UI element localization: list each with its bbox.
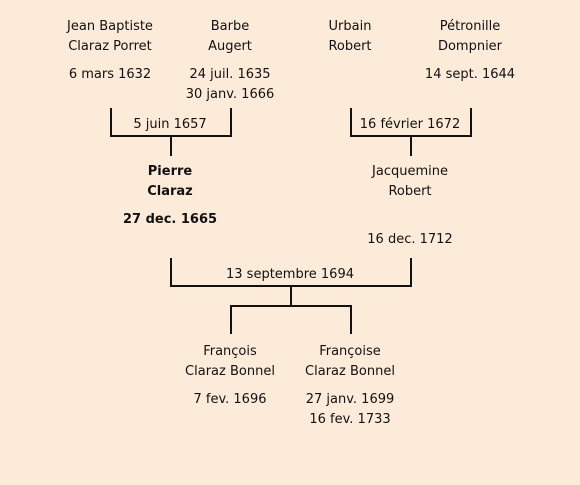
marriage-date: 16 février 1672 xyxy=(359,117,461,132)
person-birth-date: 24 juil. 1635 xyxy=(189,67,271,82)
person-last-name: Claraz Bonnel xyxy=(305,364,395,379)
person-birth-date: 14 sept. 1644 xyxy=(424,67,516,82)
person-first-name: Barbe xyxy=(210,19,250,34)
person-first-name: Françoise xyxy=(319,344,381,359)
person-last-name: Dompnier xyxy=(437,39,503,54)
person-birth-date: 6 mars 1632 xyxy=(68,67,152,82)
person-first-name: Jean Baptiste xyxy=(67,19,153,34)
person-death-date: 30 janv. 1666 xyxy=(185,87,275,102)
person-last-name: Claraz Bonnel xyxy=(185,364,275,379)
person-last-name: Robert xyxy=(328,39,372,54)
person-first-name: Jacquemine xyxy=(372,164,448,179)
person-last-name: Claraz xyxy=(147,184,193,199)
person-last-name: Augert xyxy=(208,39,252,54)
person-birth-date: 7 fev. 1696 xyxy=(193,392,267,407)
marriage-date: 5 juin 1657 xyxy=(133,117,207,132)
person-first-name: François xyxy=(203,344,257,359)
person-death-date: 16 fev. 1733 xyxy=(309,412,391,427)
person-birth-date: 16 dec. 1712 xyxy=(367,232,453,247)
marriage-date: 13 septembre 1694 xyxy=(226,267,354,282)
person-birth-date: 27 janv. 1699 xyxy=(305,392,395,407)
person-first-name: Pierre xyxy=(147,164,193,179)
person-last-name: Claraz Porret xyxy=(68,39,152,54)
person-birth-date: 27 dec. 1665 xyxy=(122,212,218,227)
person-last-name: Robert xyxy=(388,184,432,199)
person-first-name: Urbain xyxy=(328,19,372,34)
person-first-name: Pétronille xyxy=(439,19,501,34)
